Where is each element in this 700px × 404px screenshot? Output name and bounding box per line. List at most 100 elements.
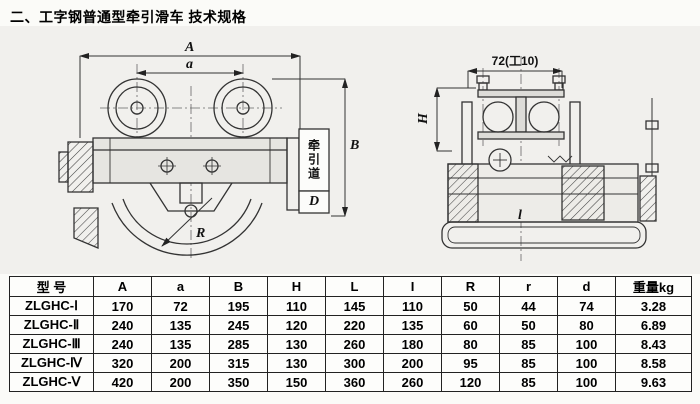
dimension-B-lines bbox=[272, 78, 348, 217]
value-cell: 8.43 bbox=[615, 334, 692, 354]
dim-label-H: H bbox=[415, 113, 431, 124]
value-cell: 110 bbox=[383, 296, 442, 316]
value-cell: 195 bbox=[209, 296, 268, 316]
base-plate bbox=[441, 221, 647, 249]
trolley-drawing-svg bbox=[58, 53, 659, 261]
value-cell: 320 bbox=[93, 353, 152, 373]
dim-label-R: R bbox=[196, 226, 206, 241]
model-cell: ZLGHC-Ⅱ bbox=[9, 315, 94, 335]
side-body bbox=[447, 163, 639, 223]
value-cell: 80 bbox=[557, 315, 616, 335]
side-wheel-right bbox=[528, 101, 560, 133]
value-cell: 130 bbox=[267, 334, 326, 354]
model-cell: ZLGHC-Ⅳ bbox=[9, 353, 94, 373]
value-cell: 9.63 bbox=[615, 372, 692, 392]
value-cell: 200 bbox=[151, 353, 210, 373]
value-cell: 85 bbox=[499, 353, 558, 373]
value-cell: 60 bbox=[441, 315, 500, 335]
dim-label-A: A bbox=[185, 40, 195, 55]
side-view bbox=[434, 56, 659, 261]
value-cell: 50 bbox=[499, 315, 558, 335]
trolley-body bbox=[92, 137, 288, 184]
value-cell: 150 bbox=[267, 372, 326, 392]
value-cell: 220 bbox=[325, 315, 384, 335]
column-header: d bbox=[557, 276, 616, 297]
value-cell: 240 bbox=[93, 334, 152, 354]
column-header: R bbox=[441, 276, 500, 297]
dim-D-box bbox=[298, 190, 330, 214]
value-cell: 100 bbox=[557, 353, 616, 373]
page-title: 二、工字钢普通型牵引滑车 技术规格 bbox=[10, 9, 247, 25]
value-cell: 85 bbox=[499, 334, 558, 354]
radius-R-line bbox=[161, 197, 213, 247]
value-cell: 145 bbox=[325, 296, 384, 316]
value-cell: 8.58 bbox=[615, 353, 692, 373]
value-cell: 95 bbox=[441, 353, 500, 373]
value-cell: 120 bbox=[267, 315, 326, 335]
clamp-block bbox=[67, 141, 94, 193]
dim-label-B: B bbox=[350, 138, 360, 153]
sheave-arc bbox=[111, 202, 263, 256]
value-cell: 420 bbox=[93, 372, 152, 392]
value-cell: 3.28 bbox=[615, 296, 692, 316]
value-cell: 135 bbox=[151, 315, 210, 335]
value-cell: 120 bbox=[441, 372, 500, 392]
dimension-72-lines bbox=[467, 68, 563, 88]
value-cell: 6.89 bbox=[615, 315, 692, 335]
value-cell: 130 bbox=[267, 353, 326, 373]
model-cell: ZLGHC-Ⅴ bbox=[9, 372, 94, 392]
i-beam-section bbox=[477, 89, 565, 140]
column-header: I bbox=[383, 276, 442, 297]
value-cell: 135 bbox=[151, 334, 210, 354]
value-cell: 50 bbox=[441, 296, 500, 316]
value-cell: 80 bbox=[441, 334, 500, 354]
value-cell: 350 bbox=[209, 372, 268, 392]
column-header: 重量kg bbox=[615, 276, 692, 297]
column-header: B bbox=[209, 276, 268, 297]
value-cell: 170 bbox=[93, 296, 152, 316]
value-cell: 245 bbox=[209, 315, 268, 335]
column-header: L bbox=[325, 276, 384, 297]
model-cell: ZLGHC-Ⅰ bbox=[9, 296, 94, 316]
value-cell: 240 bbox=[93, 315, 152, 335]
technical-drawing: A a B D R 牵引道 72(工10) H l bbox=[0, 26, 700, 274]
value-cell: 100 bbox=[557, 334, 616, 354]
traction-channel-box bbox=[298, 128, 330, 192]
value-cell: 315 bbox=[209, 353, 268, 373]
dimension-H-lines bbox=[434, 87, 476, 152]
value-cell: 85 bbox=[499, 372, 558, 392]
value-cell: 100 bbox=[557, 372, 616, 392]
yoke bbox=[149, 182, 233, 212]
side-wheel-left bbox=[482, 101, 514, 133]
column-header: A bbox=[93, 276, 152, 297]
column-header: a bbox=[151, 276, 210, 297]
value-cell: 72 bbox=[151, 296, 210, 316]
value-cell: 180 bbox=[383, 334, 442, 354]
value-cell: 300 bbox=[325, 353, 384, 373]
value-cell: 285 bbox=[209, 334, 268, 354]
column-header: 型 号 bbox=[9, 276, 94, 297]
value-cell: 110 bbox=[267, 296, 326, 316]
value-cell: 74 bbox=[557, 296, 616, 316]
bolt-stacks bbox=[476, 75, 566, 91]
value-cell: 360 bbox=[325, 372, 384, 392]
dim-label-D: D bbox=[308, 194, 320, 209]
pin-hole bbox=[184, 204, 198, 218]
value-cell: 260 bbox=[325, 334, 384, 354]
dim-label-l: l bbox=[518, 208, 522, 223]
dimension-A-lines bbox=[79, 53, 301, 138]
value-cell: 44 bbox=[499, 296, 558, 316]
roller-wheel-left bbox=[107, 78, 167, 138]
lower-clamp-block bbox=[73, 207, 99, 249]
column-header: r bbox=[499, 276, 558, 297]
model-cell: ZLGHC-Ⅲ bbox=[9, 334, 94, 354]
value-cell: 135 bbox=[383, 315, 442, 335]
